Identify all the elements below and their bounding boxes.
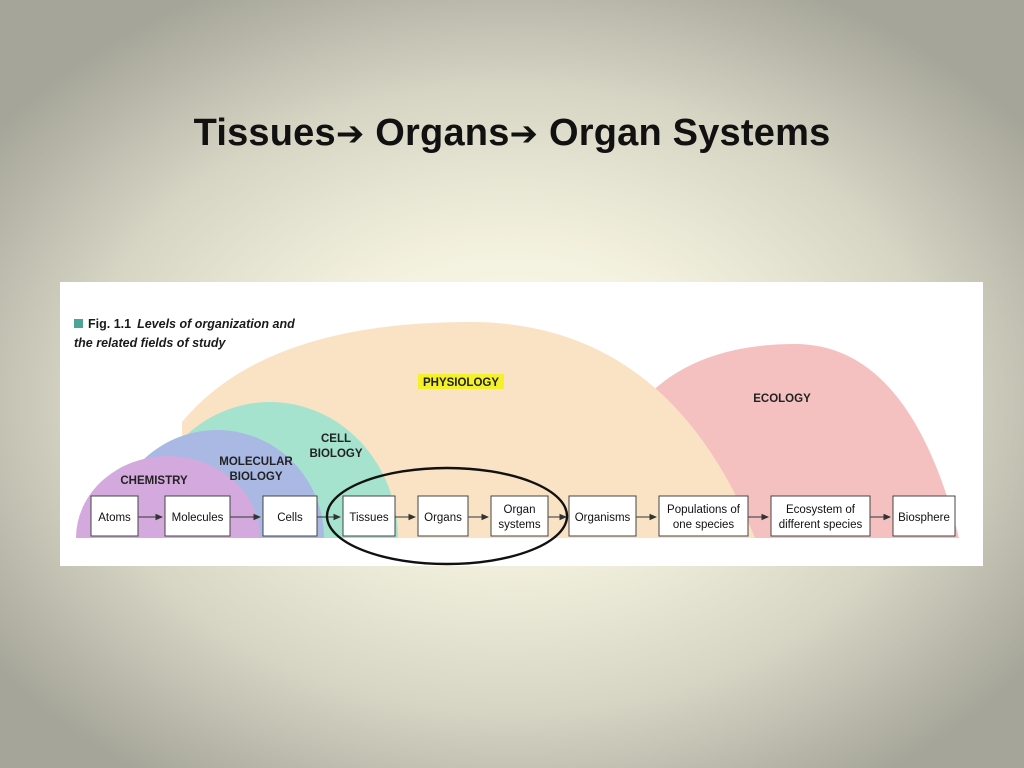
title-tissues: Tissues (193, 112, 336, 154)
figure-number: Fig. 1.1 (88, 317, 132, 331)
level-label-populations-2: one species (673, 519, 735, 531)
level-label-organ-systems-2: systems (498, 519, 540, 531)
figure-caption: Fig. 1.1 Levels of organization and the r… (74, 315, 295, 353)
physiology-highlight (418, 374, 504, 389)
level-box-organisms (568, 495, 637, 537)
slide-title: Tissues➔ Organs➔ Organ Systems (0, 112, 1024, 155)
level-label-tissues: Tissues (349, 512, 388, 524)
level-label-atoms: Atoms (98, 512, 131, 524)
ecology-label: ECOLOGY (753, 393, 811, 405)
level-box-atoms (90, 495, 139, 537)
level-box-organs (417, 495, 469, 537)
caption-line-1: Levels of organization and (137, 317, 295, 331)
chemistry-label: CHEMISTRY (120, 475, 188, 487)
level-box-cells (262, 495, 318, 537)
caption-line-2: the related fields of study (74, 336, 226, 350)
title-organs: Organs (375, 112, 510, 154)
figure-panel: Fig. 1.1 Levels of organization and the r… (60, 282, 983, 566)
right-arrow-icon: ➔ (509, 114, 539, 154)
physiology-label: PHYSIOLOGY (423, 377, 499, 389)
highlight-ellipse (325, 466, 569, 566)
level-box-biosphere (892, 495, 956, 537)
levels-diagram: CHEMISTRY MOLECULAR BIOLOGY CELL BIOLOGY… (76, 322, 959, 566)
level-label-organ-systems-1: Organ (504, 504, 536, 516)
level-box-tissues (342, 495, 396, 537)
title-organ-systems: Organ Systems (549, 112, 831, 154)
cell-biology-label-2: BIOLOGY (309, 448, 362, 460)
level-label-ecosystem-1: Ecosystem of (786, 504, 856, 516)
level-label-cells: Cells (277, 512, 303, 524)
level-box-populations (658, 495, 749, 537)
level-box-ecosystem (770, 495, 871, 537)
level-box-molecules (164, 495, 231, 537)
molecular-biology-label-1: MOLECULAR (219, 456, 293, 468)
level-box-organ-systems (490, 495, 549, 537)
level-label-organisms: Organisms (575, 512, 631, 524)
level-label-ecosystem-2: different species (779, 519, 863, 531)
square-icon (74, 319, 83, 328)
cell-biology-label-1: CELL (321, 433, 351, 445)
right-arrow-icon: ➔ (335, 114, 365, 154)
molecular-biology-label-2: BIOLOGY (229, 471, 282, 483)
level-label-organs: Organs (424, 512, 462, 524)
level-label-populations-1: Populations of (667, 504, 741, 516)
level-label-molecules: Molecules (172, 512, 224, 524)
level-label-biosphere: Biosphere (898, 512, 950, 524)
